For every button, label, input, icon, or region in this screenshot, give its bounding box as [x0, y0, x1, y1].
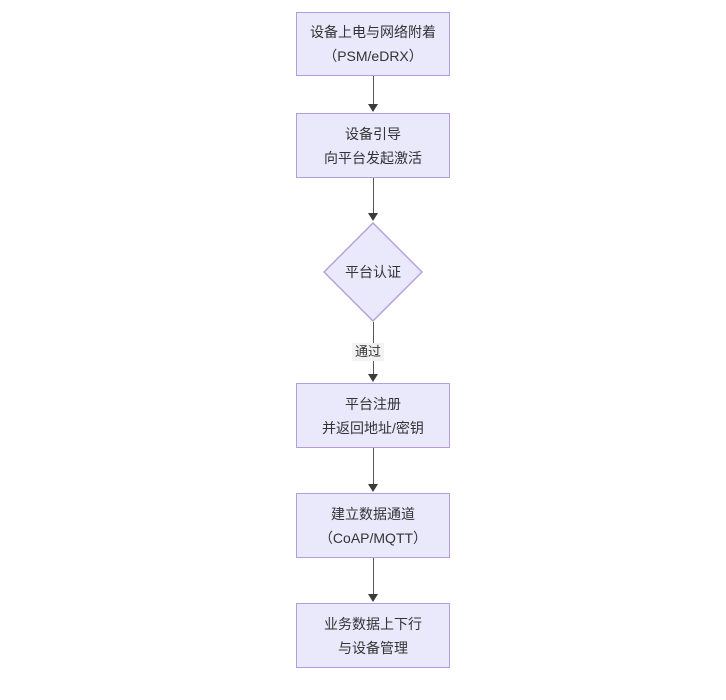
node-platform-register-line-2: 并返回地址/密钥 — [322, 419, 424, 436]
node-power-on-line-2: （PSM/eDRX） — [323, 48, 423, 64]
node-bootstrap[interactable]: 设备引导 向平台发起激活 — [296, 113, 450, 178]
node-bootstrap-line-1: 设备引导 — [345, 125, 401, 142]
arrowhead-auth-to-register — [368, 374, 378, 382]
node-data-channel-line-1: 建立数据通道 — [331, 505, 415, 522]
connector-bootstrap-to-auth — [373, 178, 374, 214]
node-power-on[interactable]: 设备上电与网络附着 （PSM/eDRX） — [296, 12, 450, 76]
node-platform-register[interactable]: 平台注册 并返回地址/密钥 — [296, 383, 450, 448]
node-power-on-line-1: 设备上电与网络附着 — [310, 24, 436, 40]
node-bootstrap-line-2: 向平台发起激活 — [324, 149, 422, 166]
node-service-data-line-1: 业务数据上下行 — [324, 615, 422, 632]
node-service-data-line-2: 与设备管理 — [338, 639, 408, 656]
arrowhead-register-to-channel — [368, 484, 378, 492]
arrowhead-channel-to-service — [368, 594, 378, 602]
connector-register-to-channel — [373, 448, 374, 485]
node-platform-register-line-1: 平台注册 — [345, 395, 401, 412]
connector-channel-to-service — [373, 558, 374, 595]
node-platform-auth-label: 平台认证 — [345, 264, 401, 280]
arrowhead-power-on-to-bootstrap — [368, 104, 378, 112]
edge-label-pass: 通过 — [352, 343, 385, 361]
node-data-channel[interactable]: 建立数据通道 （CoAP/MQTT） — [296, 493, 450, 558]
node-platform-auth[interactable]: 平台认证 — [323, 222, 423, 322]
node-service-data[interactable]: 业务数据上下行 与设备管理 — [296, 603, 450, 668]
diamond-shape-icon — [323, 222, 423, 322]
arrowhead-bootstrap-to-auth — [368, 213, 378, 221]
connector-power-on-to-bootstrap — [373, 76, 374, 105]
node-data-channel-line-2: （CoAP/MQTT） — [318, 529, 428, 546]
